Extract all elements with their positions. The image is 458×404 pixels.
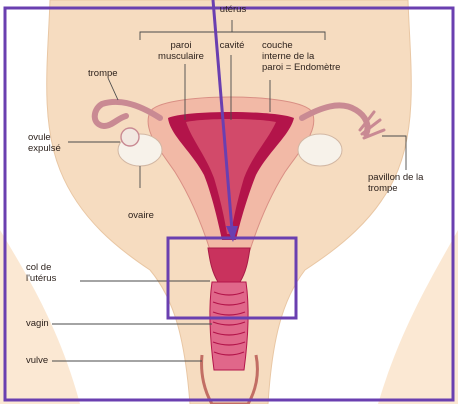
label-uterus: utérus [210, 4, 256, 15]
label-pavillon: pavillon de la trompe [368, 172, 450, 194]
label-ovaire: ovaire [128, 210, 154, 221]
label-vulve: vulve [26, 355, 48, 366]
label-paroi-musculaire: paroi musculaire [148, 40, 214, 62]
label-couche-interne: couche interne de la paroi = Endomètre [262, 40, 372, 73]
label-col: col de l'utérus [26, 262, 86, 284]
label-cavite: cavité [212, 40, 252, 51]
expelled-ovule [121, 128, 139, 146]
right-ovary [298, 134, 342, 166]
label-ovule-expulse: ovule expulsé [28, 132, 78, 154]
left-thigh [0, 230, 80, 404]
right-thigh [378, 230, 458, 404]
label-trompe: trompe [88, 68, 118, 79]
label-vagin: vagin [26, 318, 49, 329]
